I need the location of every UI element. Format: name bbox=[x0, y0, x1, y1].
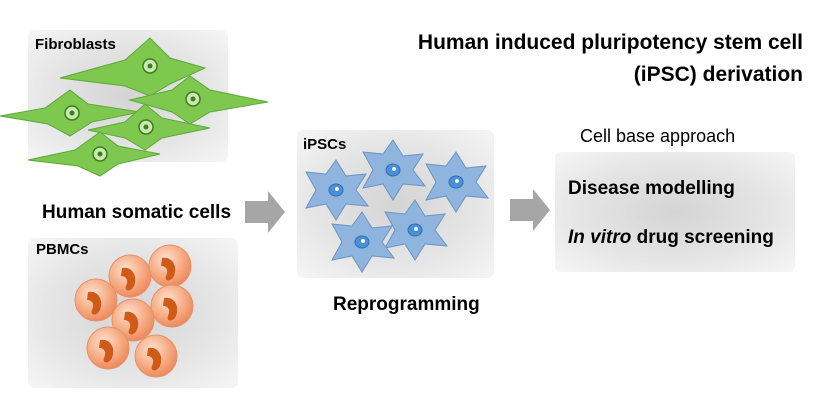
application-drug-screening: In vitro drug screening bbox=[568, 227, 774, 249]
fibroblast-cell-icon bbox=[59, 37, 207, 97]
right-arrow-icon bbox=[510, 189, 550, 231]
fibroblast-cell-icon bbox=[87, 103, 211, 151]
ipscs-label: iPSCs bbox=[303, 136, 347, 153]
fibroblast-cell-icon bbox=[27, 131, 161, 177]
pbmc-cell-icon bbox=[111, 298, 155, 342]
ipsc-cell-icon bbox=[305, 159, 370, 221]
applications-header: Cell base approach bbox=[580, 126, 736, 146]
ipsc-cell-icon bbox=[384, 199, 449, 261]
fibroblast-cell-icon bbox=[128, 75, 269, 125]
title-line-2: (iPSC) derivation bbox=[633, 63, 803, 86]
reprogramming-label: Reprogramming bbox=[333, 294, 480, 315]
ipsc-cell-icon bbox=[331, 211, 396, 273]
pbmc-cell-icon bbox=[134, 334, 178, 378]
pbmc-cell-icon bbox=[74, 278, 118, 322]
in-vitro-text: In vitro bbox=[568, 227, 632, 248]
pbmc-cell-icon bbox=[86, 326, 130, 370]
pbmc-cell-icon bbox=[150, 284, 194, 328]
somatic-cells-label: Human somatic cells bbox=[42, 202, 232, 223]
ipsc-cell-icon bbox=[362, 139, 427, 201]
right-arrow-icon bbox=[245, 191, 285, 233]
page-title: Human induced pluripotency stem cell (iP… bbox=[383, 27, 803, 91]
pbmc-cell-icon bbox=[148, 244, 192, 288]
drug-screening-text: drug screening bbox=[631, 227, 774, 248]
applications-panel bbox=[555, 152, 795, 272]
title-line-1: Human induced pluripotency stem cell bbox=[417, 31, 803, 54]
pbmcs-label: PBMCs bbox=[36, 241, 89, 258]
application-disease-modelling: Disease modelling bbox=[568, 178, 735, 199]
ipsc-cell-icon bbox=[425, 151, 490, 213]
fibroblasts-label: Fibroblasts bbox=[35, 36, 116, 53]
